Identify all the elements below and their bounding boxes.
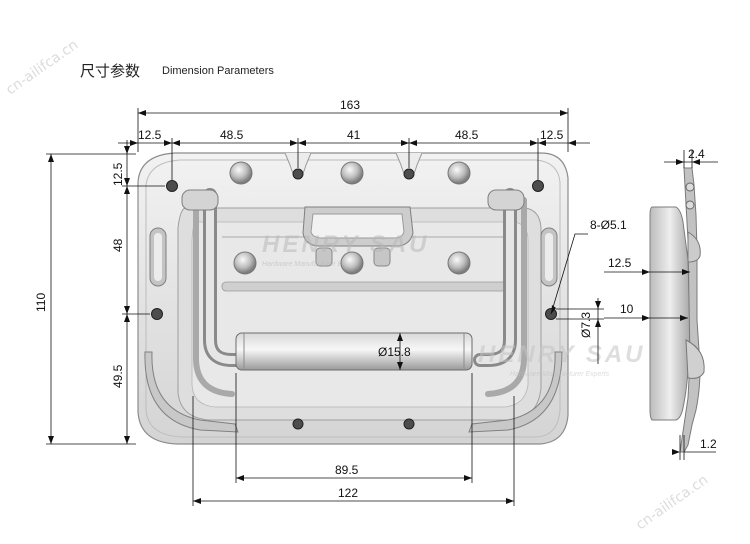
- rivets: [229, 161, 471, 275]
- handle-bail: [181, 188, 527, 397]
- dim-hole-diameter: Ø7.3: [579, 312, 593, 338]
- rivet: [447, 161, 471, 185]
- rivet: [447, 251, 471, 275]
- brand-logo-text-2: HENRY SAU: [478, 341, 645, 368]
- dim-grip-diameter: Ø15.8: [378, 345, 411, 359]
- dim-top-right-margin: 12.5: [540, 128, 564, 142]
- mounting-hole: [532, 180, 544, 192]
- mounting-hole: [292, 418, 304, 430]
- watermark-bottom-right: cn-ailifca.cn: [633, 472, 711, 533]
- dim-top-left-margin: 12.5: [138, 128, 162, 142]
- brand-logo: HENRY SAU Hardware Manufacturer Experts …: [262, 231, 645, 378]
- dimension-arrows: [48, 110, 601, 504]
- page-title-en: Dimension Parameters: [162, 65, 274, 77]
- watermark-top-left: cn-ailifca.cn: [3, 37, 81, 98]
- rivet: [229, 161, 253, 185]
- rivet: [340, 161, 364, 185]
- brand-sub-text: Hardware Manufacturer Experts: [262, 261, 362, 268]
- dim-left-mid-pitch: 48: [111, 238, 125, 252]
- dim-top-pitch-left: 48.5: [220, 128, 244, 142]
- page-title-cn: 尺寸参数: [80, 62, 141, 80]
- brand-sub-text-2: Hardware Manufacturer Experts: [510, 371, 610, 378]
- dim-handle-width: 122: [338, 486, 358, 500]
- dim-overall-width: 163: [340, 98, 360, 112]
- mounting-hole: [151, 308, 163, 320]
- dim-left-bottom-pitch: 49.5: [111, 364, 125, 388]
- mounting-holes: [151, 168, 557, 430]
- handle-grip: [235, 332, 473, 371]
- mounting-hole: [403, 168, 415, 180]
- rivet: [340, 251, 364, 275]
- dim-overall-height: 110: [34, 293, 48, 312]
- side-view: [649, 167, 705, 453]
- side-slots: [144, 227, 563, 433]
- rivet: [233, 251, 257, 275]
- dim-top-pitch-right: 48.5: [455, 128, 479, 142]
- dim-left-top-offset: 12.5: [111, 162, 125, 186]
- side-dimension-arrows: [642, 159, 700, 455]
- dim-side-top-thickness: 2.4: [688, 147, 705, 161]
- dim-hole-spec: 8-Ø5.1: [590, 218, 627, 232]
- dim-top-pitch-center: 41: [347, 128, 361, 142]
- mounting-hole: [292, 168, 304, 180]
- dim-grip-length: 89.5: [335, 463, 359, 477]
- mounting-hole: [166, 180, 178, 192]
- brand-logo-text: HENRY SAU: [262, 231, 429, 258]
- dim-side-recess: 10: [620, 302, 634, 316]
- mounting-hole: [403, 418, 415, 430]
- dim-side-depth: 12.5: [608, 256, 632, 270]
- dim-side-plate: 1.2: [700, 437, 717, 451]
